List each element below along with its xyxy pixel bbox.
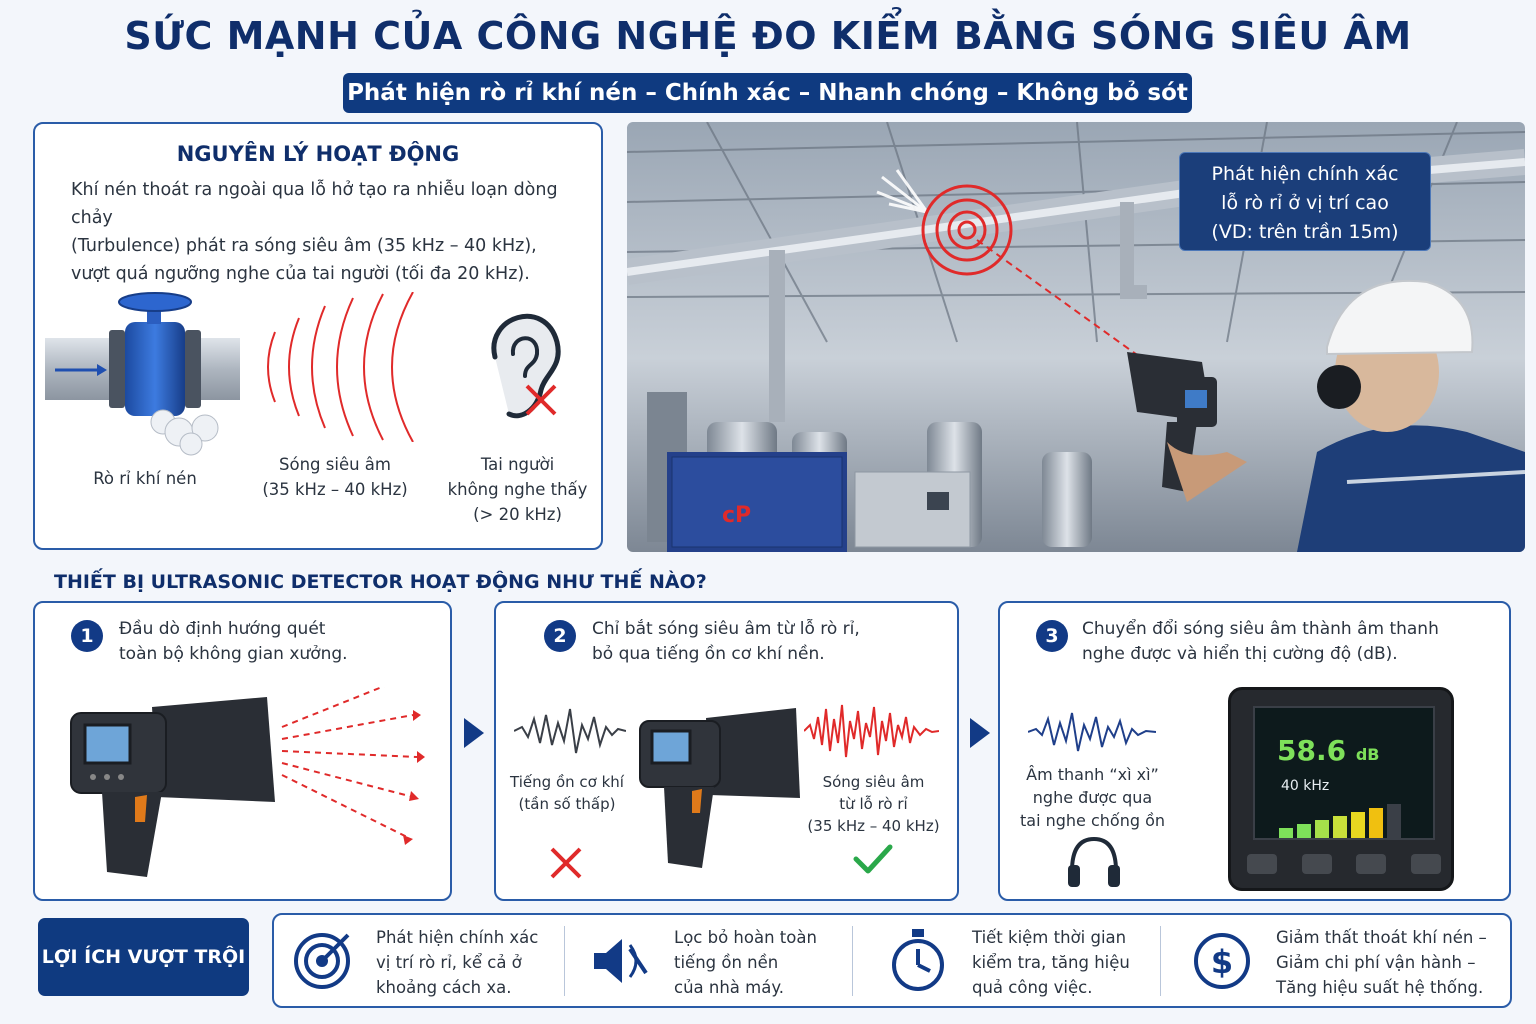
step-2-text: Chỉ bắt sóng siêu âm từ lỗ rò rỉ, bỏ qua… — [592, 619, 860, 664]
cross-icon — [525, 384, 557, 416]
level-meter — [1279, 804, 1409, 838]
benefit-4-text: Giảm thất thoát khí nén – Giảm chi phí v… — [1276, 928, 1487, 997]
level-bar — [1333, 816, 1347, 838]
benefits-panel: Phát hiện chính xác vị trí rò rỉ, kể cả … — [272, 913, 1512, 1008]
detector-scanning-illustration — [70, 687, 425, 877]
device-button[interactable] — [1301, 854, 1332, 874]
device-buttons — [1247, 854, 1441, 874]
page-title: SỨC MẠNH CỦA CÔNG NGHỆ ĐO KIỂM BẰNG SÓNG… — [124, 14, 1412, 58]
level-bar — [1369, 808, 1383, 838]
step-number-1: 1 — [71, 620, 103, 652]
frequency-readout: 40 kHz — [1281, 778, 1330, 794]
ultrasonic-caption: Sóng siêu âm từ lỗ rò rỉ (35 kHz – 40 kH… — [807, 773, 940, 835]
step-arrow-icon — [464, 718, 484, 748]
reject-cross-icon — [550, 847, 582, 879]
mute-speaker-icon — [594, 939, 648, 983]
noise-waveform-icon — [514, 708, 626, 754]
audio-caption: Âm thanh “xì xì” nghe được qua tai nghe … — [1019, 765, 1165, 830]
target-icon — [294, 933, 350, 989]
ultrasonic-waveform-icon — [804, 704, 939, 758]
level-bar — [1351, 812, 1365, 838]
db-reading: 58.6 dB — [1277, 734, 1380, 767]
detector-display: 58.6 dB 40 kHz — [1228, 687, 1454, 891]
divider — [852, 926, 853, 996]
detector-icon — [639, 708, 800, 868]
step-1-text: Đầu dò định hướng quét toàn bộ không gia… — [119, 619, 348, 664]
step-number-3: 3 — [1036, 620, 1068, 652]
audible-waveform-icon — [1028, 712, 1156, 752]
leaking-valve-illustration — [45, 292, 240, 456]
benefit-1-text: Phát hiện chính xác vị trí rò rỉ, kể cả … — [376, 928, 539, 997]
level-bar — [1279, 828, 1293, 838]
benefit-2-text: Lọc bỏ hoàn toàn tiếng ồn nền của nhà má… — [674, 928, 817, 997]
lcd-screen: 58.6 dB 40 kHz — [1253, 706, 1435, 840]
svg-text:$: $ — [1211, 943, 1233, 981]
ultrasonic-wave-icon — [267, 292, 414, 442]
subtitle-banner: Phát hiện rò rỉ khí nén – Chính xác – Nh… — [343, 73, 1192, 113]
divider — [564, 926, 565, 996]
how-it-works-title: THIẾT BỊ ULTRASONIC DETECTOR HOẠT ĐỘNG N… — [54, 571, 707, 593]
device-button[interactable] — [1410, 854, 1441, 874]
stopwatch-icon — [892, 929, 944, 991]
level-bar — [1315, 820, 1329, 838]
benefit-3-text: Tiết kiệm thời gian kiểm tra, tăng hiệu … — [972, 928, 1130, 997]
leak-caption: Rò rỉ khí nén — [93, 469, 197, 488]
step-arrow-icon — [970, 718, 990, 748]
step-3-panel: 3 Chuyển đổi sóng siêu âm thành âm thanh… — [998, 601, 1511, 901]
step-1-panel: 1 Đầu dò định hướng quét toàn bộ không g… — [33, 601, 452, 901]
factory-photo: cP Phát hiện chính xác lỗ rò rỉ ở vị trí… — [627, 122, 1525, 552]
device-button[interactable] — [1247, 854, 1277, 874]
level-bar — [1297, 824, 1311, 838]
step-2-panel: 2 Chỉ bắt sóng siêu âm từ lỗ rò rỉ, bỏ q… — [494, 601, 959, 901]
divider — [1160, 926, 1161, 996]
headphones-icon — [1068, 836, 1120, 887]
photo-callout: Phát hiện chính xác lỗ rò rỉ ở vị trí ca… — [1179, 152, 1431, 251]
level-bar — [1387, 804, 1401, 838]
svg-text:cP: cP — [722, 503, 751, 528]
dollar-coin-icon: $ — [1194, 933, 1250, 989]
principle-panel: NGUYÊN LÝ HOẠT ĐỘNG Khí nén thoát ra ngo… — [33, 122, 603, 550]
step-number-2: 2 — [544, 620, 576, 652]
benefits-label: LỢI ÍCH VƯỢT TRỘI — [38, 918, 249, 996]
device-button[interactable] — [1356, 854, 1387, 874]
principle-title: NGUYÊN LÝ HOẠT ĐỘNG — [176, 142, 460, 166]
principle-description: Khí nén thoát ra ngoài qua lỗ hở tạo ra … — [71, 180, 558, 284]
noise-caption: Tiếng ồn cơ khí (tần số thấp) — [510, 773, 624, 813]
step-3-text: Chuyển đổi sóng siêu âm thành âm thanh n… — [1082, 619, 1439, 664]
wave-caption: Sóng siêu âm (35 kHz – 40 kHz) — [262, 455, 408, 499]
accept-check-icon — [853, 844, 893, 874]
ear-caption: Tai người không nghe thấy (> 20 kHz) — [447, 455, 588, 524]
